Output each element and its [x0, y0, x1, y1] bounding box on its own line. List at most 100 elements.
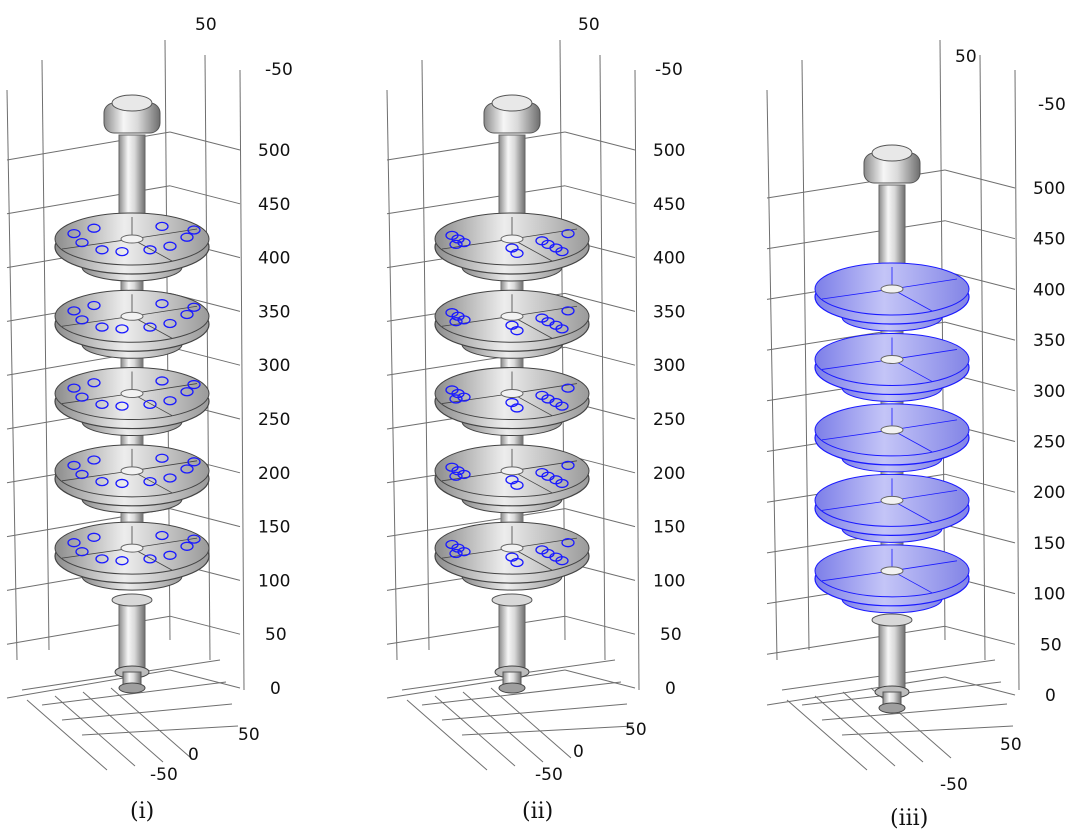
- grid-z-line: [169, 346, 241, 366]
- shed-sector-line: [511, 460, 578, 472]
- highlight-dot: [187, 457, 201, 467]
- shed-hub: [120, 389, 144, 399]
- highlight-dot: [143, 245, 157, 255]
- top-tick-label: 50: [955, 47, 977, 67]
- z-tick-label: 300: [258, 356, 290, 376]
- highlight-dot: [457, 237, 471, 248]
- highlight-dot: [180, 464, 194, 474]
- highlight-dot: [143, 322, 157, 332]
- z-tick-label: 450: [258, 195, 290, 215]
- highlight-dot: [449, 239, 463, 250]
- shed-sector-line: [61, 470, 133, 482]
- bottom-tick-label: -50: [535, 765, 563, 785]
- highlight-dot: [115, 246, 129, 257]
- highlight-dot: [187, 534, 201, 544]
- highlight-dot: [87, 300, 101, 311]
- grid-z-line: [386, 185, 566, 215]
- shed-hub: [120, 466, 144, 476]
- bottom-tick-label: 50: [625, 720, 647, 740]
- bottom-axis-labels: 500-50: [150, 725, 260, 785]
- grid-floor-line: [814, 695, 896, 767]
- upper-rod: [118, 134, 146, 226]
- top-tick-label: 50: [578, 15, 600, 35]
- highlight-dot: [449, 471, 463, 481]
- grid-z-line: [6, 131, 171, 161]
- shed-sector-line: [511, 383, 578, 394]
- grid-floor-line: [54, 695, 136, 767]
- z-tick-label: 50: [1040, 635, 1062, 655]
- bottom-tick-label: -50: [940, 775, 968, 795]
- shed-sector-line: [821, 499, 893, 511]
- grid-vertical-line: [766, 89, 778, 661]
- highlight-dot: [561, 228, 575, 239]
- highlight-dot: [187, 379, 201, 390]
- shed-sector-line: [821, 570, 893, 582]
- highlight-dot: [561, 538, 575, 548]
- highlight-dot: [187, 302, 201, 312]
- shed-sector-line: [61, 547, 133, 559]
- shed-hub: [880, 566, 904, 576]
- shed-sector-line: [441, 238, 513, 250]
- grid-floor-line: [110, 687, 192, 759]
- highlight-dot: [561, 306, 575, 316]
- shed-hub: [880, 425, 904, 435]
- highlight-dot: [115, 324, 129, 334]
- grid-z-line: [944, 524, 1016, 544]
- grid-floor-line: [461, 725, 634, 736]
- z-tick-label: 100: [653, 571, 685, 591]
- grid-z-line: [564, 615, 636, 635]
- highlight-dot: [163, 396, 177, 406]
- panel-iii: 50045040035030025020015010050050-5050-50…: [766, 39, 1066, 831]
- shed-sector-line: [821, 288, 893, 300]
- grid-z-line: [564, 508, 636, 528]
- shed-sector-line: [821, 429, 893, 441]
- z-tick-label: 350: [653, 302, 685, 322]
- shed-hub: [120, 234, 144, 244]
- highlight-dot: [115, 556, 129, 566]
- z-tick-label: 500: [258, 141, 290, 161]
- grid-vertical-line: [634, 69, 640, 691]
- shed-sector-line: [891, 419, 958, 431]
- highlight-dot: [510, 248, 524, 259]
- z-tick-label: 300: [653, 356, 685, 376]
- grid-z-line: [944, 676, 1016, 696]
- grid-floor-line: [462, 691, 544, 763]
- highlight-dot: [95, 399, 109, 409]
- grid-z-line: [944, 625, 1016, 645]
- highlight-dot: [163, 550, 177, 560]
- z-tick-label: 100: [1033, 585, 1065, 605]
- shed-sector-line: [131, 228, 198, 240]
- shed-hub: [120, 543, 144, 553]
- grid-vertical-line: [239, 69, 245, 691]
- highlight-dot: [449, 394, 463, 404]
- z-tick-label: 150: [258, 518, 290, 538]
- grid-floor-line: [26, 699, 108, 771]
- highlight-dot: [163, 473, 177, 483]
- highlight-dot: [95, 476, 109, 487]
- grid-z-line: [766, 625, 946, 655]
- highlight-dot: [67, 538, 81, 548]
- highlight-dot: [155, 530, 169, 541]
- top-tick-label: -50: [265, 60, 293, 80]
- shed-sector-line: [441, 393, 513, 404]
- grid-z-line: [386, 131, 566, 161]
- bottom-axis-labels: 500-50: [535, 720, 647, 785]
- highlight-dot: [155, 376, 169, 386]
- grid-z-line: [6, 185, 171, 215]
- panel-i: 50045040035030025020015010050050-50500-5…: [6, 15, 293, 824]
- insulator-model: [814, 144, 970, 714]
- shed-hub: [500, 389, 524, 399]
- grid-floor-line: [41, 681, 227, 706]
- shed-hub: [880, 354, 904, 364]
- highlight-dot: [75, 237, 89, 248]
- z-tick-label: 350: [1033, 331, 1065, 351]
- highlight-dot: [115, 401, 129, 411]
- grid-z-line: [564, 292, 636, 312]
- top-fitting-ring: [871, 144, 913, 162]
- highlight-dot: [180, 232, 194, 242]
- bottom-axis-labels: 50-50: [940, 735, 1022, 795]
- end-fitting-base: [118, 682, 146, 694]
- highlight-dot: [561, 460, 575, 471]
- highlight-dot: [561, 383, 575, 393]
